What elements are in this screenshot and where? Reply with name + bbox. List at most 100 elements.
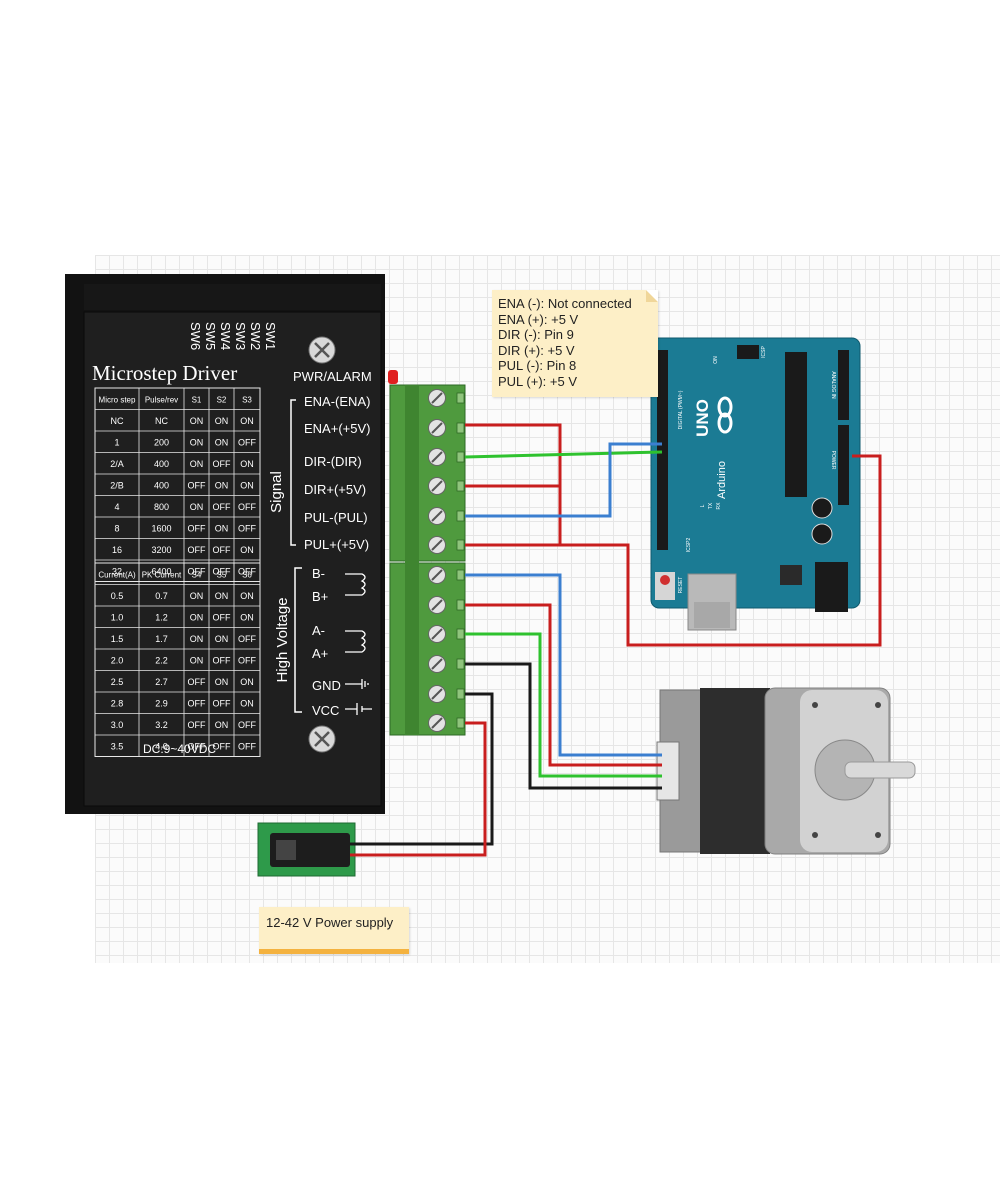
switch-label-sw5: SW5 — [203, 322, 218, 350]
microstep-cell: OFF — [188, 524, 206, 534]
terminal-socket-4 — [456, 510, 465, 522]
signal-bracket — [290, 399, 296, 546]
switch-label-sw2: SW2 — [248, 322, 263, 350]
current-header-cell: S6 — [242, 571, 252, 580]
driver-top-bar — [84, 284, 381, 310]
coil-b-icon — [345, 573, 366, 596]
motor-stator — [700, 688, 770, 854]
microstep-cell: NC — [155, 416, 168, 426]
terminal-label-signal-4: PUL-(PUL) — [304, 510, 368, 525]
alarm-led — [388, 370, 398, 384]
terminal-screw-slot-5 — [431, 539, 443, 551]
current-cell: ON — [240, 591, 254, 601]
microstep-cell: 800 — [154, 502, 169, 512]
microstep-cell: ON — [190, 502, 204, 512]
current-cell: 0.7 — [155, 591, 168, 601]
microstep-cell: OFF — [213, 502, 231, 512]
microstep-cell: ON — [240, 416, 254, 426]
terminal-socket-5 — [456, 539, 465, 551]
terminal-label-power-0: B- — [312, 566, 325, 581]
capacitor-1 — [811, 497, 833, 519]
switch-label-sw6: SW6 — [188, 322, 203, 350]
screw-cross-bottom-icon — [314, 731, 330, 747]
reset-button-frame — [655, 572, 675, 600]
power-supply-note: 12-42 V Power supply — [259, 907, 409, 954]
wires — [350, 423, 882, 857]
power-header — [838, 425, 849, 505]
power-jack — [815, 562, 848, 612]
screw-cross-top-icon — [314, 342, 330, 358]
arduino-l-label: L — [700, 504, 706, 507]
wire-b-minus — [465, 573, 662, 757]
terminal-screw-slot-9 — [431, 658, 443, 670]
microstep-cell: OFF — [213, 459, 231, 469]
microstep-cell: ON — [215, 524, 229, 534]
microstep-cell: ON — [240, 545, 254, 555]
microstep-cell: NC — [111, 416, 124, 426]
wire-b-plus — [465, 603, 662, 767]
current-cell: 3.0 — [111, 720, 124, 730]
microstep-cell: OFF — [188, 567, 206, 577]
arduino-pcb — [650, 337, 861, 609]
terminal-label-power-1: B+ — [312, 589, 328, 604]
current-cell: 2.9 — [155, 699, 168, 709]
current-cell: OFF — [213, 742, 231, 752]
microstep-header-cell: Micro step — [99, 396, 136, 405]
microstep-header-cell: S3 — [242, 396, 252, 405]
pin-connection-note: ENA (-): Not connected ENA (+): +5 V DIR… — [492, 290, 658, 397]
switch-label-sw3: SW3 — [233, 322, 248, 350]
dc-voltage-label: DC:9~40VDC — [143, 742, 216, 756]
driver-body — [83, 311, 382, 807]
digital-header — [657, 350, 668, 550]
terminal-screw-slot-1 — [431, 422, 443, 434]
capacitor-2 — [811, 523, 833, 545]
current-cell: 2.0 — [111, 656, 124, 666]
reset-button[interactable] — [660, 575, 670, 585]
current-header-cell: S4 — [192, 571, 202, 580]
terminal-label-signal-1: ENA+(+5V) — [304, 421, 370, 436]
terminal-label-power-5: VCC — [312, 703, 339, 718]
arduino-icsp2-label: ICSP2 — [686, 538, 692, 553]
arduino-brand: Arduino — [716, 461, 728, 499]
arduino-logo-icon — [717, 396, 733, 434]
stepper-motor — [656, 687, 916, 855]
wire-vcc — [350, 721, 487, 857]
current-cell: ON — [240, 613, 254, 623]
coil-a-icon — [345, 630, 366, 653]
note-line-dir-plus: DIR (+): +5 V — [498, 342, 575, 358]
arduino-board: UNO Arduino DIGITAL (PWM~) ICSP ICSP2 RE… — [650, 337, 861, 631]
arduino-tx-label: TX — [708, 502, 714, 509]
terminal-socket-8 — [456, 628, 465, 640]
current-header-cell: Current(A) — [98, 571, 136, 580]
terminal-label-power-4: GND — [312, 678, 341, 693]
microstep-cell: ON — [190, 416, 204, 426]
terminal-label-signal-5: PUL+(+5V) — [304, 537, 369, 552]
mcu-chip — [785, 352, 807, 497]
terminal-label-signal-3: DIR+(+5V) — [304, 482, 366, 497]
microstep-cell: ON — [215, 438, 229, 448]
current-cell: 4.0 — [155, 742, 168, 752]
note-line-pul-minus: PUL (-): Pin 8 — [498, 358, 577, 373]
current-cell: 0.5 — [111, 591, 124, 601]
microstep-cell: OFF — [238, 438, 256, 448]
current-table-frame — [94, 562, 261, 757]
microstep-cell: OFF — [213, 567, 231, 577]
microstep-cell: OFF — [188, 545, 206, 555]
microstep-cell: 2/B — [110, 481, 124, 491]
current-cell: ON — [240, 677, 254, 687]
dc-power-jack — [257, 822, 356, 877]
power-alarm-label: PWR/ALARM — [293, 369, 372, 384]
current-cell: ON — [215, 720, 229, 730]
microstep-header-cell: S1 — [192, 396, 202, 405]
microstep-cell: 2/A — [110, 459, 124, 469]
wire-pul-plus — [465, 454, 882, 647]
current-cell: 2.7 — [155, 677, 168, 687]
motor-hole-4 — [875, 832, 881, 838]
microstep-cell: 1600 — [151, 524, 171, 534]
microstep-cell: OFF — [238, 502, 256, 512]
